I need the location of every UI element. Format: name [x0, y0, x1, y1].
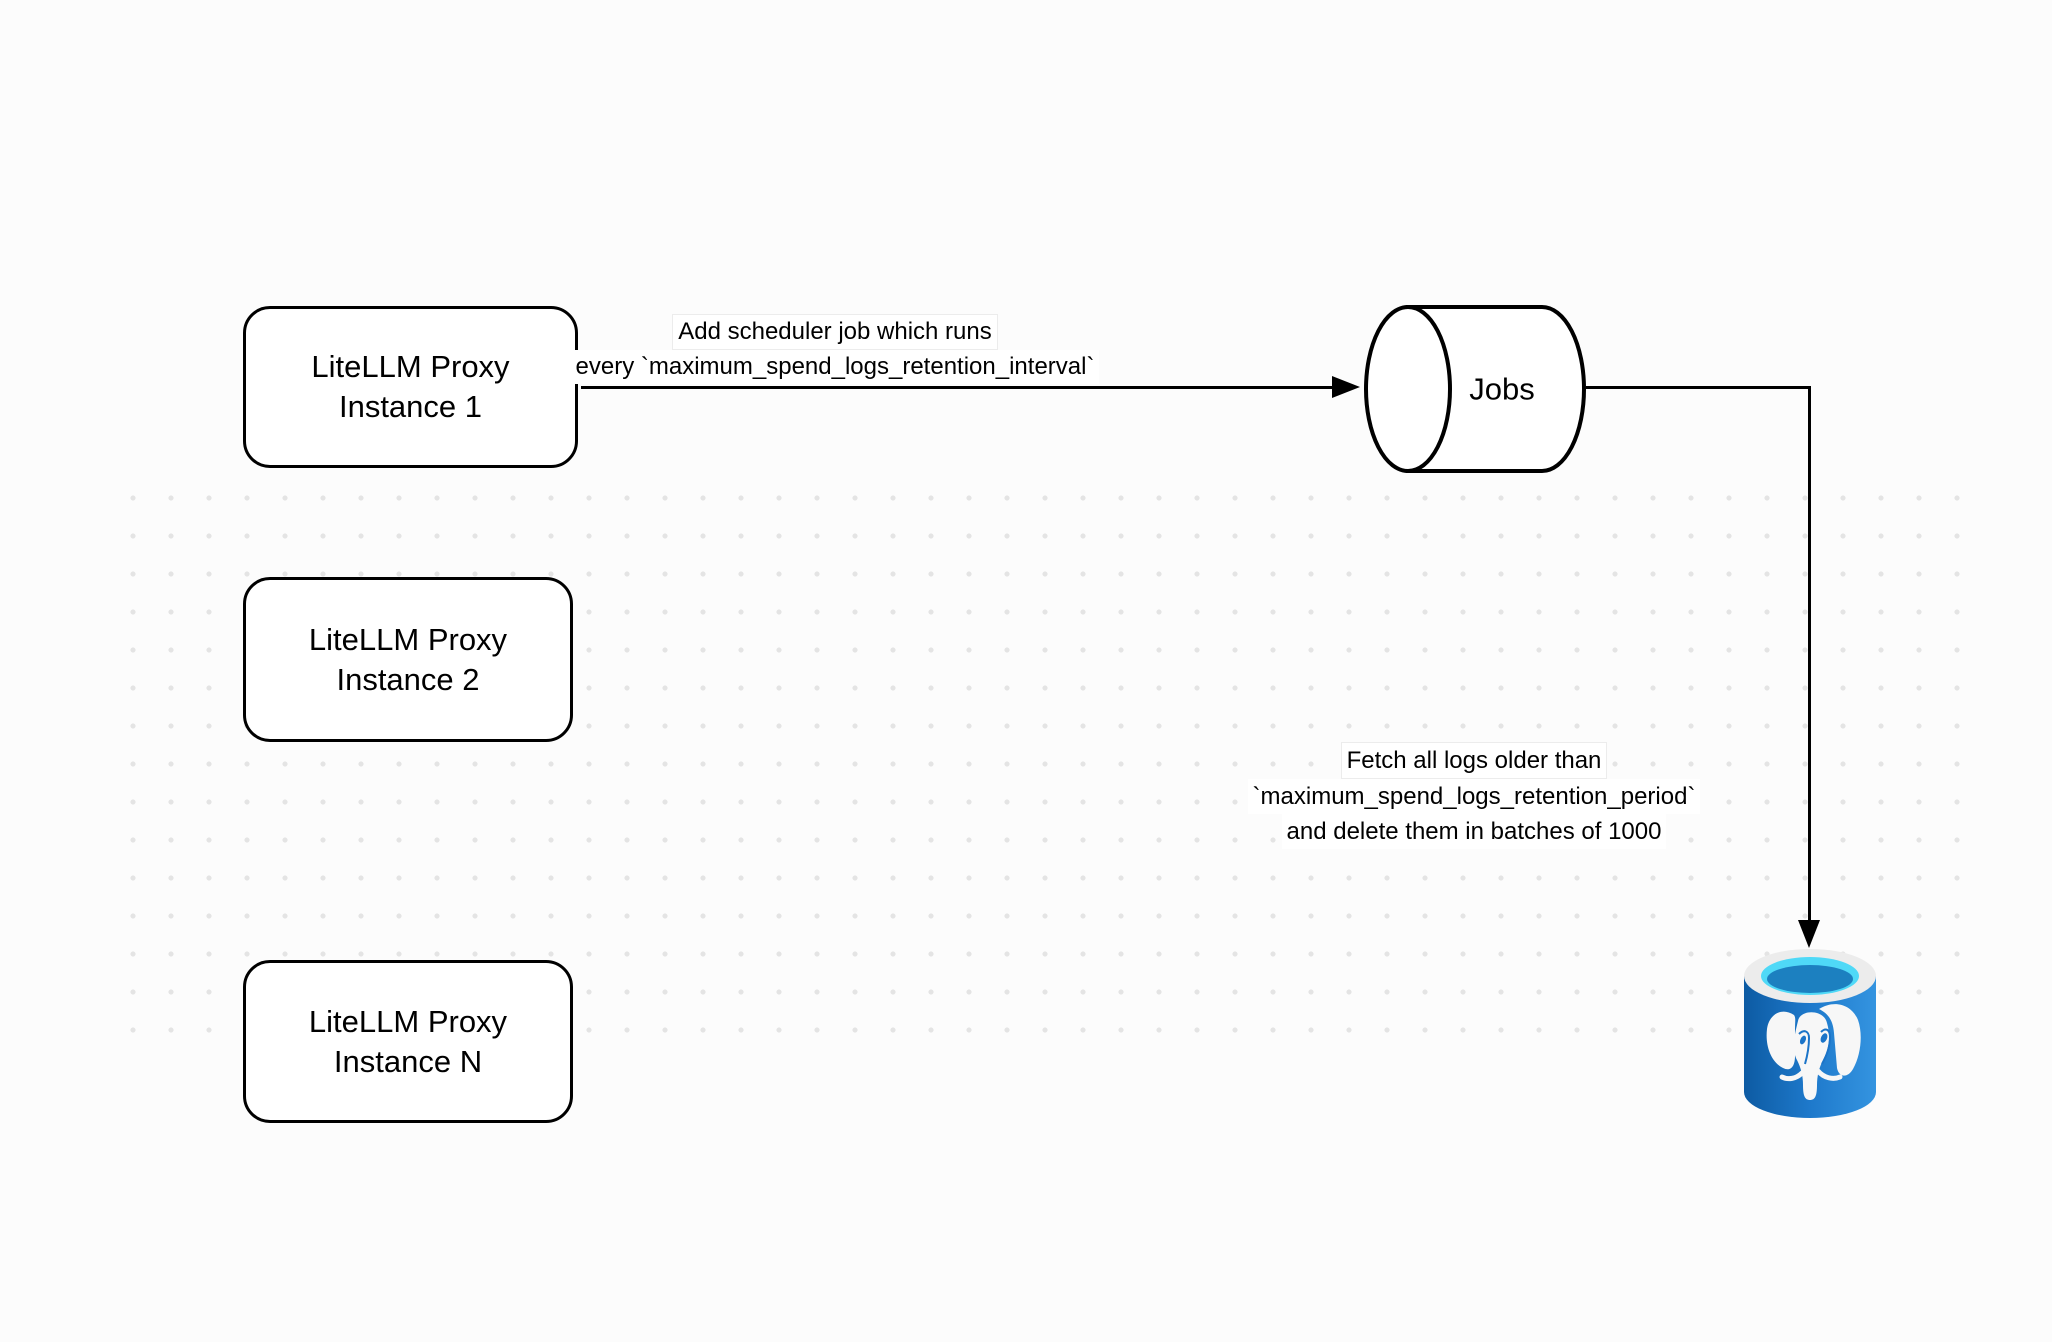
pg-elephant-right-face-line: [1820, 1028, 1832, 1065]
edge-label-line: every `maximum_spend_logs_retention_inte…: [570, 350, 1100, 384]
pg-elephant: [1766, 1004, 1861, 1100]
postgresql-database-icon: [1744, 949, 1876, 1118]
jobs-label: Jobs: [1469, 372, 1534, 407]
grid-dots: [114, 479, 1978, 1049]
pg-elephant-right-tusk: [1815, 1068, 1843, 1081]
node-label-line: LiteLLM Proxy: [308, 621, 508, 657]
node-jobs-queue: Jobs: [1364, 305, 1586, 473]
node-litellm-proxy-instance-2: LiteLLM Proxy Instance 2: [243, 577, 573, 742]
pg-elephant-left-ear: [1766, 1011, 1796, 1070]
edge-label-line: Add scheduler job which runs: [672, 314, 998, 350]
edge-line-jobs-down: [1808, 386, 1811, 924]
node-label-line: Instance N: [333, 1043, 483, 1079]
edge-label-fetch-logs: Fetch all logs older than `maximum_spend…: [1174, 742, 1774, 849]
node-label-line: LiteLLM Proxy: [311, 349, 510, 384]
edge-line-jobs-right: [1586, 386, 1811, 389]
arrowhead-right-icon: [1332, 376, 1360, 398]
edge-label-line: `maximum_spend_logs_retention_period`: [1247, 779, 1701, 814]
node-label-line: Instance 2: [336, 661, 480, 697]
edge-line-instance1-to-jobs: [581, 386, 1332, 389]
pg-elephant-left-tusk: [1779, 1070, 1805, 1082]
pg-elephant-head-trunk: [1793, 1012, 1830, 1100]
pg-elephant-left-eye: [1799, 1035, 1807, 1045]
jobs-cylinder-body: [1406, 305, 1586, 473]
node-label-line: LiteLLM Proxy: [308, 1003, 508, 1039]
edge-label-line: Fetch all logs older than: [1340, 742, 1608, 779]
node-label-line: Instance 1: [338, 389, 483, 424]
pg-water-deep: [1767, 965, 1853, 993]
node-litellm-proxy-instance-1: LiteLLM Proxy Instance 1: [243, 306, 578, 468]
node-litellm-proxy-instance-n: LiteLLM Proxy Instance N: [243, 960, 573, 1123]
pg-elephant-right-eye: [1820, 1033, 1828, 1043]
jobs-cylinder-cap: [1364, 305, 1452, 473]
edge-label-line: and delete them in batches of 1000: [1281, 814, 1667, 849]
arrowhead-down-icon: [1798, 920, 1820, 948]
edge-label-add-scheduler-job: Add scheduler job which runs every `maxi…: [435, 314, 1235, 384]
pg-elephant-left-face-line: [1798, 1030, 1811, 1065]
pg-elephant-right-ear: [1819, 1004, 1861, 1076]
